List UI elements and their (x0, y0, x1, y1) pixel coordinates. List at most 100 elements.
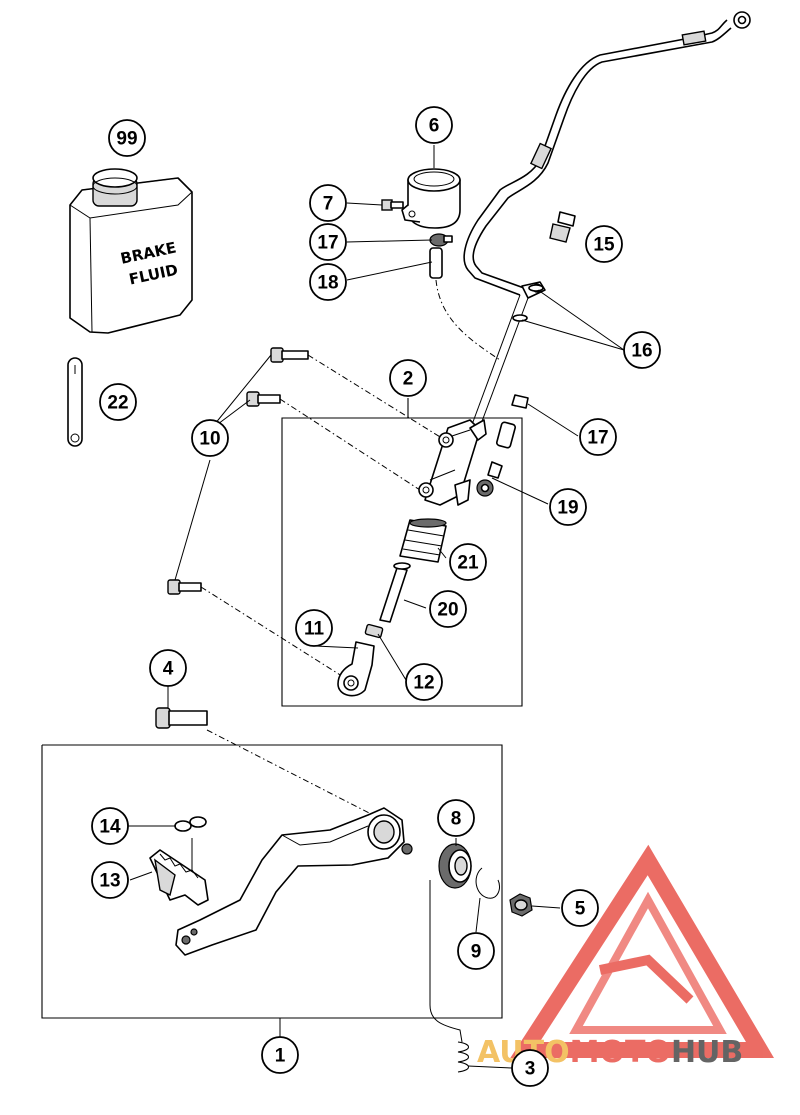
brake-fluid-can: BRAKE FLUID (69, 168, 193, 334)
sealing-rings (512, 284, 544, 322)
callout-c2: 2 (389, 359, 427, 397)
callout-circle (549, 488, 587, 526)
callout-number: 9 (471, 942, 482, 963)
callout-c4: 4 (149, 649, 187, 687)
callout-c10: 10 (191, 419, 229, 457)
reservoir-screw (381, 199, 404, 211)
callout-number: 4 (163, 659, 174, 680)
callout-number: 22 (107, 393, 128, 414)
callout-c18: 18 (309, 263, 347, 301)
callout-circle (389, 359, 427, 397)
callout-circle (309, 223, 347, 261)
bolt-upper (270, 347, 446, 441)
callout-circle (457, 932, 495, 970)
callout-circle (108, 119, 146, 157)
callout-number: 21 (457, 553, 479, 574)
callout-circle (415, 106, 453, 144)
master-cylinder (418, 419, 487, 506)
pedal-step (149, 849, 209, 906)
brake-hose-top (463, 11, 751, 299)
callout-circle (149, 649, 187, 687)
callout-number: 16 (631, 341, 652, 362)
callout-c17b: 17 (579, 418, 617, 456)
bolt-lower (167, 579, 346, 679)
callout-c12: 12 (405, 663, 443, 701)
leader-lines (128, 145, 625, 1069)
step-screws (174, 816, 207, 880)
callout-c14: 14 (91, 807, 129, 845)
hose-connection (469, 294, 521, 431)
return-spring (429, 880, 469, 1073)
callout-circle (623, 331, 661, 369)
callout-circle (585, 225, 623, 263)
rubber-boot (399, 518, 447, 563)
callout-circle (261, 1036, 299, 1074)
callout-number: 11 (304, 619, 325, 640)
callout-number: 1 (275, 1046, 286, 1067)
callout-number: 2 (403, 369, 414, 390)
banjo-fitting (549, 211, 576, 243)
callout-circle (191, 419, 229, 457)
callout-c20: 20 (429, 590, 467, 628)
brake-pedal (175, 807, 413, 956)
lock-nut (364, 623, 384, 639)
hose-clamp-upper (429, 233, 453, 247)
bolt-middle (246, 391, 421, 491)
callout-c3: 3 (511, 1049, 549, 1087)
callout-circle (91, 807, 129, 845)
callout-c1: 1 (261, 1036, 299, 1074)
callout-circle (449, 543, 487, 581)
callout-number: 6 (429, 116, 440, 137)
watermark-logo: AUTOMOTOHUB (477, 844, 775, 1070)
link-strap (67, 357, 83, 447)
callout-c17a: 17 (309, 223, 347, 261)
callout-c22: 22 (99, 383, 137, 421)
callout-circle (511, 1049, 549, 1087)
fluid-reservoir (401, 168, 461, 229)
callout-number: 14 (99, 817, 121, 838)
callout-number: 5 (575, 899, 586, 920)
callout-number: 8 (451, 809, 462, 830)
callout-c9: 9 (457, 932, 495, 970)
callout-circle (579, 418, 617, 456)
collar-nut (509, 893, 533, 917)
callout-circle (99, 383, 137, 421)
callout-c7: 7 (309, 184, 347, 222)
callout-circle (405, 663, 443, 701)
callout-c8: 8 (437, 799, 475, 837)
callout-number: 17 (587, 428, 608, 449)
callout-number: 18 (317, 273, 338, 294)
hose-clamp-lower (496, 394, 529, 449)
callout-number: 12 (413, 673, 434, 694)
callout-number: 3 (525, 1059, 536, 1080)
callout-circle (309, 184, 347, 222)
watermark-moto: MOTO (570, 1035, 671, 1070)
callout-number: 10 (199, 429, 220, 450)
callout-circle (437, 799, 475, 837)
callout-number: 99 (116, 129, 137, 150)
callout-c21: 21 (449, 543, 487, 581)
callout-c13: 13 (91, 861, 129, 899)
callout-circle (429, 590, 467, 628)
elbow-fitting (476, 461, 503, 497)
callout-c99: 99 (108, 119, 146, 157)
callout-c5: 5 (561, 889, 599, 927)
watermark-triangle (510, 844, 775, 1058)
reservoir-hose (429, 247, 501, 361)
callout-c6: 6 (415, 106, 453, 144)
group-box-2 (281, 398, 523, 707)
clevis (337, 641, 375, 697)
callout-circle (309, 263, 347, 301)
callout-number: 13 (99, 871, 120, 892)
pivot-bolt (155, 707, 376, 817)
callout-circle (561, 889, 599, 927)
callout-c15: 15 (585, 225, 623, 263)
callout-number: 19 (557, 498, 578, 519)
circlip (475, 867, 501, 899)
callout-c11: 11 (295, 609, 333, 647)
watermark-hub: HUB (671, 1035, 743, 1070)
callout-c16: 16 (623, 331, 661, 369)
callout-c19: 19 (549, 488, 587, 526)
